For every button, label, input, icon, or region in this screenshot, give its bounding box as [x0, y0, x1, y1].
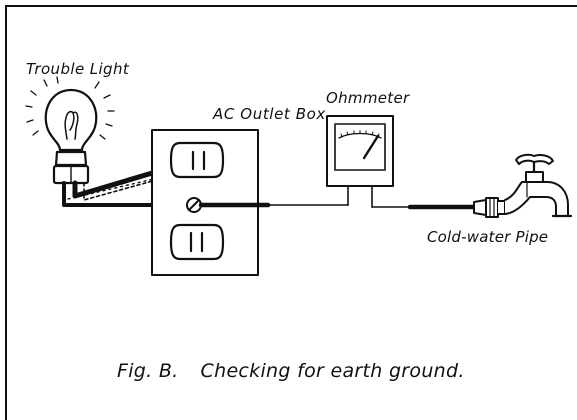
lower-receptacle-icon	[169, 223, 225, 261]
figure-caption: Fig. B. Checking for earth ground.	[117, 360, 465, 382]
faucet-handle-icon	[515, 153, 554, 165]
ohmmeter-label: Ohmmeter	[326, 89, 410, 107]
light-socket-icon	[52, 150, 90, 185]
caption-text: Checking for earth ground.	[200, 360, 465, 382]
ac-outlet-box	[151, 129, 259, 276]
figure-number: Fig. B.	[117, 360, 179, 382]
cover-screw-icon	[186, 197, 202, 213]
figure-frame	[5, 5, 577, 420]
pipe-label: Cold-water Pipe	[427, 228, 549, 246]
meter-scale-icon	[340, 130, 380, 138]
trouble-light-label: Trouble Light	[26, 60, 130, 78]
outlet-box-label: AC Outlet Box	[213, 105, 326, 123]
light-rays-icon	[25, 76, 115, 140]
ohmmeter	[326, 115, 394, 208]
screw-lead	[198, 185, 349, 208]
cold-water-pipe	[473, 153, 573, 218]
trouble-light	[25, 76, 115, 185]
bulb-icon	[44, 88, 98, 152]
meter-needle-icon	[362, 134, 380, 160]
upper-receptacle-icon	[169, 141, 225, 179]
